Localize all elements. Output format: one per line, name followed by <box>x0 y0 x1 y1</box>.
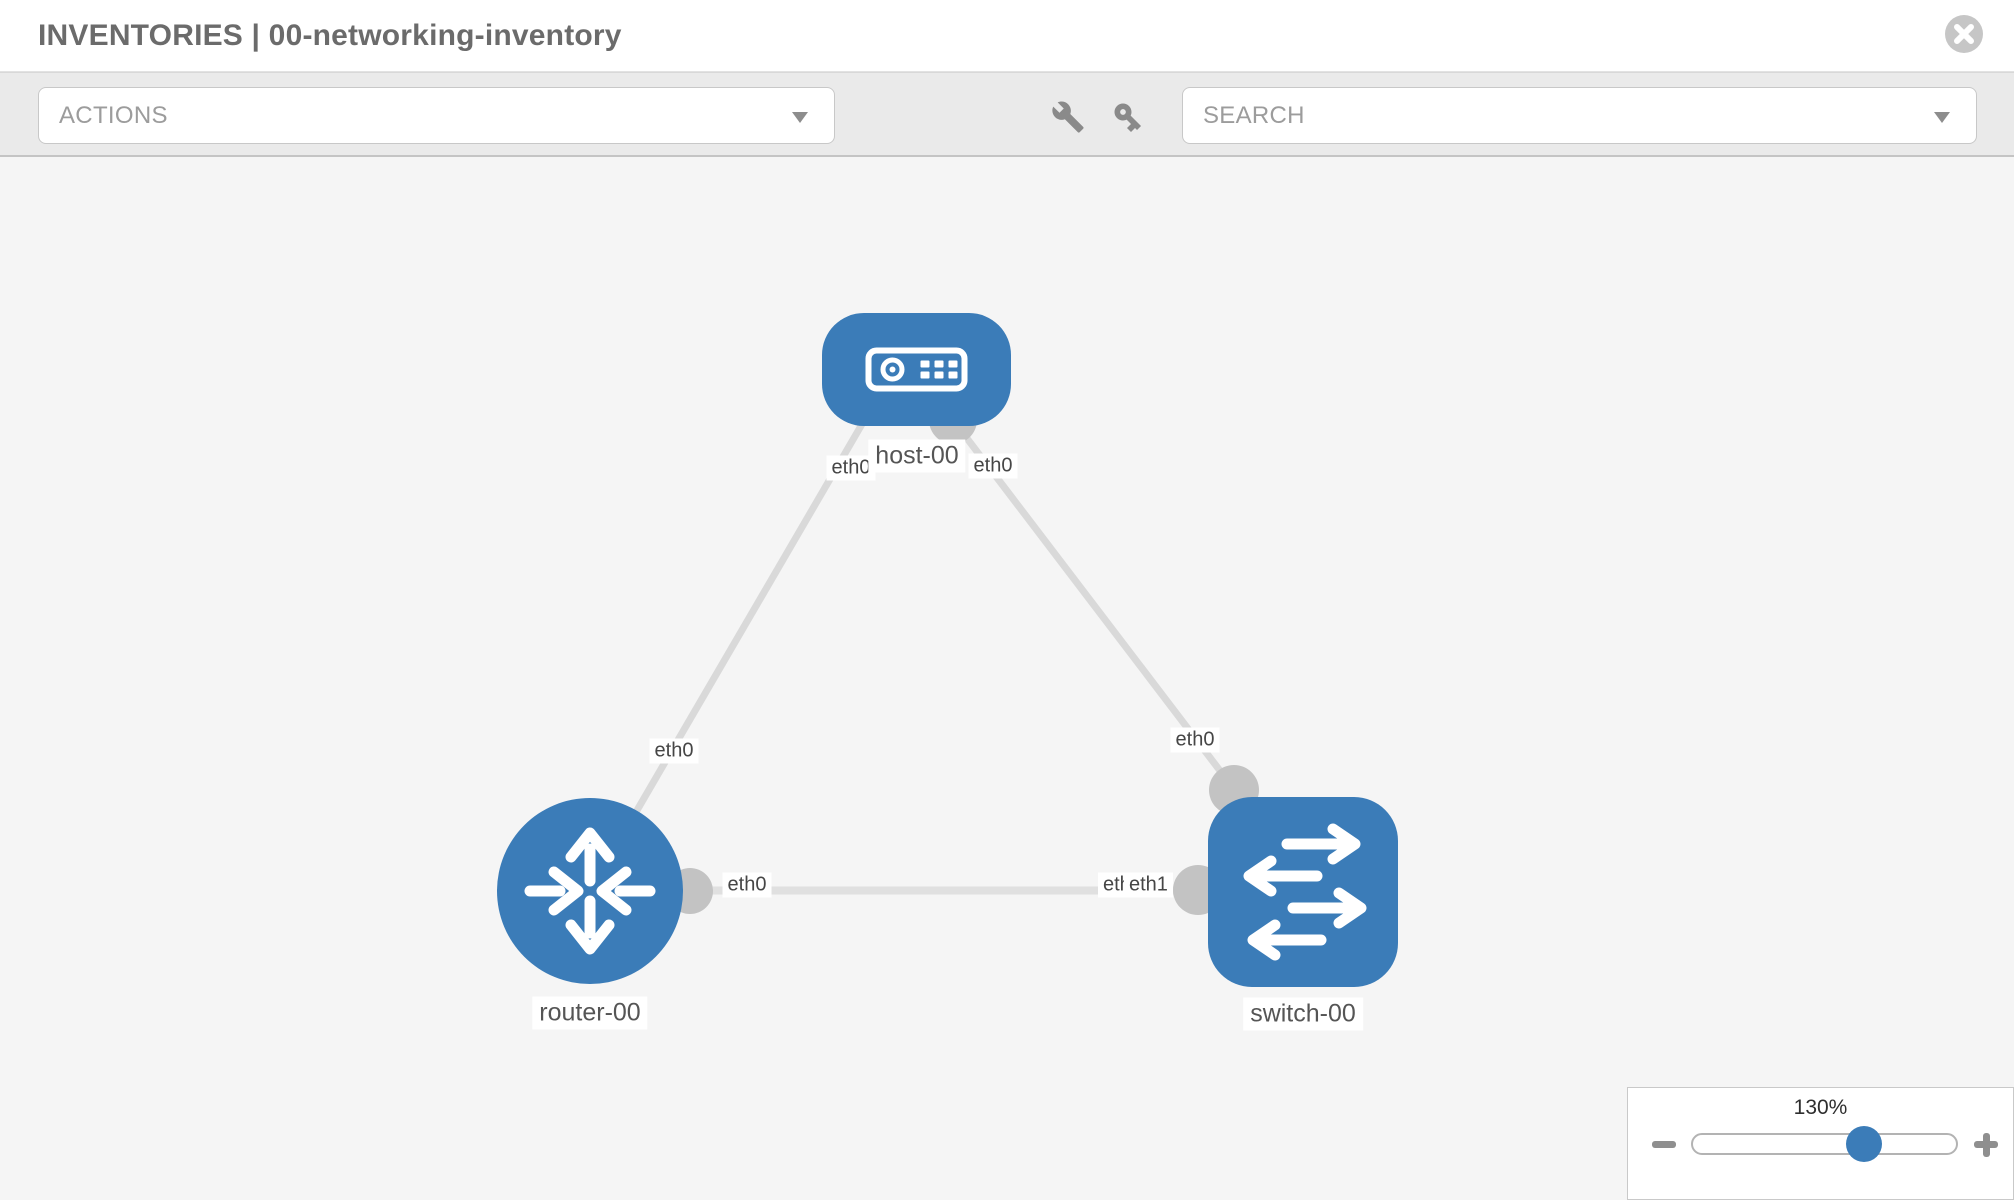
port-label-router-eth0-right: eth0 <box>722 872 772 898</box>
key-icon <box>1114 103 1142 133</box>
node-label-switch: switch-00 <box>1243 997 1363 1031</box>
close-button[interactable] <box>1944 14 1984 54</box>
node-label-router: router-00 <box>532 996 648 1030</box>
zoom-level-label: 130% <box>1793 1096 1848 1119</box>
port-label-switch-eth0-top: eth0 <box>1170 727 1220 753</box>
port-label-router-eth0-top: eth0 <box>649 738 699 764</box>
actions-dropdown[interactable]: ACTIONS <box>38 87 835 144</box>
port-label-switch-eth1: eth1 <box>1124 872 1173 898</box>
node-router[interactable] <box>497 798 683 984</box>
key-button[interactable] <box>1108 97 1148 137</box>
node-label-host: host-00 <box>868 439 966 473</box>
zoom-slider-track[interactable] <box>1691 1133 1958 1155</box>
port-label-host-eth0-right: eth0 <box>968 453 1018 479</box>
topology-svg <box>497 313 1398 987</box>
zoom-in-button[interactable] <box>1968 1126 2004 1162</box>
page-title: INVENTORIES | 00-networking-inventory <box>38 19 622 52</box>
zoom-out-button[interactable] <box>1646 1126 1682 1162</box>
toolbar: ACTIONS SEARCH <box>0 72 2014 157</box>
minus-icon <box>1652 1141 1676 1148</box>
router-icon <box>524 827 656 955</box>
close-icon <box>1945 15 1983 53</box>
host-icon <box>865 347 968 392</box>
zoom-slider-thumb[interactable] <box>1846 1126 1882 1162</box>
wrench-button[interactable] <box>1048 97 1088 137</box>
chevron-down-icon <box>792 112 808 123</box>
node-host[interactable] <box>822 313 1011 426</box>
header-bar: INVENTORIES | 00-networking-inventory <box>0 0 2014 72</box>
wrench-icon <box>1052 101 1084 133</box>
switch-icon <box>1243 823 1367 961</box>
zoom-panel: 130% <box>1627 1087 2014 1200</box>
search-dropdown[interactable]: SEARCH <box>1182 87 1977 144</box>
node-switch[interactable] <box>1208 797 1398 987</box>
topology-canvas[interactable]: host-00 router-00 switch-00 eth0 eth0 et… <box>0 157 2014 1200</box>
search-dropdown-label: SEARCH <box>1203 101 1305 129</box>
chevron-down-icon <box>1934 112 1950 123</box>
actions-dropdown-label: ACTIONS <box>59 101 168 129</box>
port-label-host-eth0-left: eth0 <box>826 455 876 481</box>
